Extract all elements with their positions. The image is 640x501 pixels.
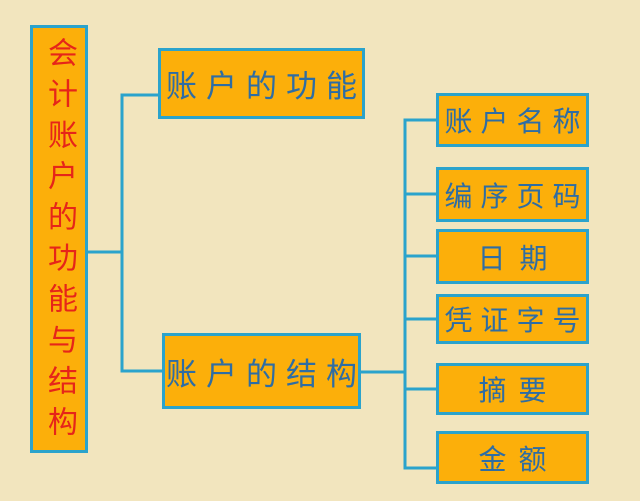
root-node-accounting-account-functions-structure: 会计账户的功能与结构	[30, 25, 88, 453]
leaf-sequence-page-number: 编序页码	[436, 167, 589, 222]
leaf-date: 日期	[436, 229, 589, 284]
leaf-account-name: 账户名称	[436, 93, 589, 147]
leaf-summary: 摘要	[436, 363, 589, 415]
leaf-amount: 金额	[436, 431, 589, 484]
node-account-functions: 账户的功能	[158, 48, 365, 119]
node-account-structure: 账户的结构	[162, 333, 361, 409]
leaf-voucher-number: 凭证字号	[436, 294, 589, 344]
